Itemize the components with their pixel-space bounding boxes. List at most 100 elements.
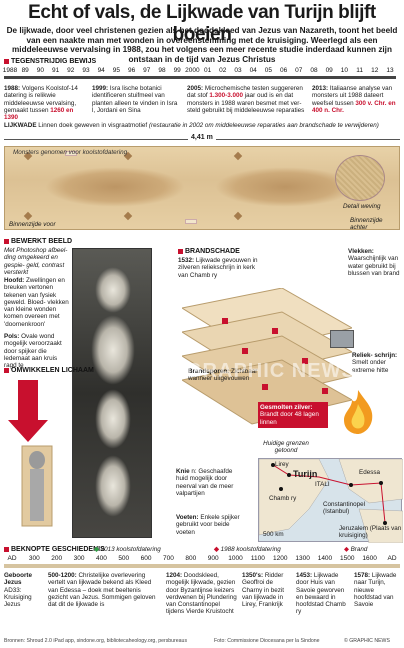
history-event-1578: 1578: Lijkwade naar Turijn, nieuwe hoofd… (354, 572, 397, 609)
timeline-year: 09 (325, 67, 333, 74)
intro-text: De lijkwade, door veel christenen gezien… (6, 26, 398, 64)
folded-shroud-illustration (180, 287, 354, 458)
legend-1988: ◆ 1988 koolstofdatering (214, 546, 281, 553)
molten-silver-note: Gesmolten zilver: Brandt door 48 lagen l… (258, 402, 328, 428)
page-title: Echt of vals, de Lijkwade van Turijn bli… (28, 2, 376, 45)
back-figure (215, 167, 355, 207)
burn-mark (123, 211, 133, 221)
timeline-year: 97 (143, 67, 151, 74)
timeline-year: 13 (386, 67, 394, 74)
timeline-year: 03 (234, 67, 242, 74)
red-square-icon (4, 546, 9, 552)
timeline-year: 99 (173, 67, 181, 74)
red-square-icon (4, 58, 9, 64)
burn-marks-note: Brandsporen: Zichtbaar wanneer uitgevouw… (188, 368, 258, 383)
silver-casket-icon (330, 330, 354, 348)
history-year: 1100 (250, 555, 265, 562)
timeline-year: 98 (158, 67, 166, 74)
patch (65, 151, 77, 156)
wrapping-illustration (8, 380, 64, 530)
burn-spot (272, 328, 278, 334)
event-1988: 1988: Volgens Koolstof-14 datering is re… (4, 85, 78, 122)
down-arrow-icon (8, 380, 48, 442)
route-line (272, 464, 386, 524)
casket-note: Reliek- schrijn: Smelt onder extreme hit… (352, 352, 398, 374)
fire-desc: 1532: Lijkwade gevouwen in zilveren reli… (178, 257, 258, 279)
sources: Bronnen: Shroud 2.0 iPad app, sindone.or… (4, 638, 188, 644)
timeline-year: 90 (36, 67, 45, 74)
width-label: 4,41 m (188, 134, 216, 141)
head-note: Hoofd: Zwellingen en breuken vertonen te… (4, 277, 69, 328)
body-torso (30, 469, 44, 521)
conflict-heading: TEGENSTRIJDIG BEWIJS (4, 58, 96, 65)
fire-heading: BRANDSCHADE (178, 248, 240, 255)
country-italy: ITALI (315, 481, 330, 488)
history-year: 700 (163, 555, 174, 562)
burn-spot (242, 348, 248, 354)
history-year: 1300 (295, 555, 310, 562)
city-constantinople: Constantinopel (Istanbul) (323, 501, 366, 516)
history-event-1350: 1350's: Ridder Geoffroi de Charny in bez… (242, 572, 284, 609)
map: Lirey Turijn Chamb ry Edessa Constantino… (258, 458, 404, 544)
history-event-1453: 1453: Lijkwade door Huis van Savoie gewo… (296, 572, 346, 616)
history-event-1204: 1204: Doodskleed, mogelijk lijkwade, gez… (166, 572, 237, 616)
timeline-year: 10 (340, 67, 349, 74)
timeline-year: 95 (112, 67, 121, 74)
timeline-year: 92 (67, 67, 75, 74)
europe-landmass (258, 458, 330, 536)
timeline-year: 07 (295, 67, 303, 74)
history-heading: BEKNOPTE GESCHIEDENIS (4, 546, 105, 553)
city-edessa: Edessa (359, 469, 381, 476)
history-year: 500 (118, 555, 130, 562)
timeline-year: 01 (203, 67, 212, 74)
timeline-year: 94 (97, 67, 105, 74)
city-lirey: Lirey (275, 461, 289, 468)
history-year: 1200 (273, 555, 288, 562)
borders-note: Huidige grenzen getoond (263, 440, 309, 455)
knees-note: Knie n: Geschaafde huid mogelijk door ne… (176, 468, 234, 497)
history-year: 900 (207, 555, 219, 562)
wrist-note: Pols: Ovale wond mogelijk veroorzaakt do… (4, 333, 62, 370)
history-year: 300 (28, 555, 40, 562)
timeline-year: 06 (279, 67, 288, 74)
eastern-landmass (338, 458, 404, 504)
feet-note: Voeten: Enkele spijker gebruikt voor bei… (176, 514, 240, 536)
history-year: AD (387, 555, 397, 562)
shroud-photo (72, 248, 152, 538)
legend-2013: ◆ 2013 koolstofdatering (94, 546, 161, 553)
timeline-bar (4, 76, 396, 79)
diamond-icon: ◆ (344, 546, 349, 553)
city-chambery: Chamb ry (269, 495, 297, 502)
photo-credit: Foto: Commissione Diocesana per la Sindo… (214, 638, 320, 644)
burn-spot (222, 318, 228, 324)
enhanced-desc: Met Photoshop afbeel- ding omgekeerd en … (4, 247, 68, 276)
fire-icon (338, 390, 378, 434)
city-jerusalem: Jeruzalem (Plaats van kruisiging) (339, 525, 402, 540)
history-year: AD (7, 555, 17, 562)
lower-negative (95, 455, 131, 517)
burn-spot (322, 388, 328, 394)
body-head (29, 451, 45, 469)
timeline-year: 08 (310, 67, 318, 74)
copyright: © GRAPHIC NEWS (344, 638, 390, 644)
weave-detail-circle (335, 155, 385, 201)
timeline-year: 93 (82, 67, 90, 74)
stains-note: Vlekken: Waarschijnlijk van water gebrui… (348, 248, 400, 277)
back-label: Binnenzijde achter (350, 217, 383, 232)
burn-mark (23, 211, 33, 221)
legend-fire: ◆ Brand (344, 546, 368, 553)
scale-label: 500 km (263, 531, 284, 538)
timeline-year: 12 (371, 67, 379, 74)
history-year: 1500 (340, 555, 355, 562)
history-bar (4, 564, 400, 568)
timeline-year: 02 (219, 67, 227, 74)
shroud-image: Monsters genomen voor koolstofdatering D… (4, 146, 400, 232)
timeline-year: 89 (21, 67, 29, 74)
width-dimension: 4,41 m (4, 134, 400, 143)
red-square-icon (4, 238, 9, 244)
timeline-year: 96 (127, 67, 136, 74)
timeline-year: 91 (51, 67, 60, 74)
detail-label: Detail weving (343, 203, 381, 210)
